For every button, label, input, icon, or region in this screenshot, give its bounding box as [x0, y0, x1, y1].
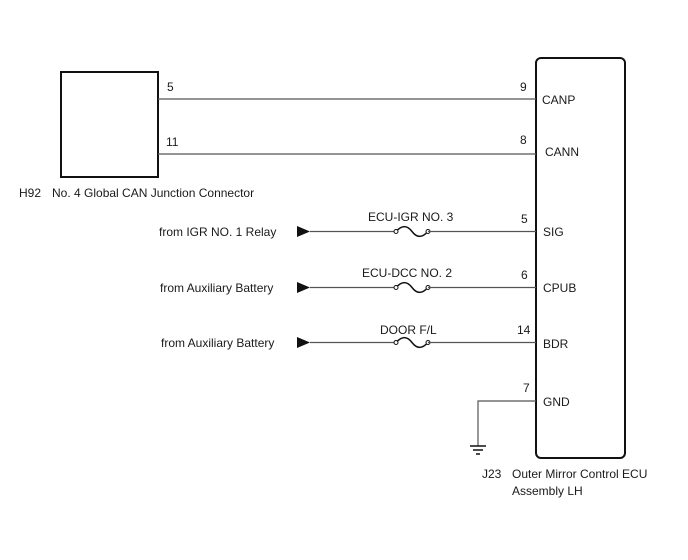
fuse-ecu-igr-no3: ECU-IGR NO. 3 — [368, 210, 454, 224]
arrow-icon — [297, 337, 310, 348]
j23-pin-6: 6 — [521, 268, 528, 282]
arrow-icon — [297, 282, 310, 293]
h92-pin-11: 11 — [166, 135, 179, 149]
source-igr-relay: from IGR NO. 1 Relay — [159, 225, 276, 239]
h92-connector-box — [60, 71, 159, 178]
h92-pin-5: 5 — [167, 80, 174, 94]
j23-label-bdr: BDR — [543, 337, 569, 351]
j23-name-line2: Assembly LH — [512, 484, 583, 498]
j23-label-cpub: CPUB — [543, 281, 576, 295]
fuse-door-fl: DOOR F/L — [380, 323, 437, 337]
j23-ecu-box — [535, 57, 626, 459]
source-aux-battery-1: from Auxiliary Battery — [160, 281, 273, 295]
gnd-wire — [477, 400, 536, 446]
j23-code: J23 — [482, 467, 502, 481]
source-aux-battery-2: from Auxiliary Battery — [161, 336, 274, 350]
j23-name-line1: Outer Mirror Control ECU — [512, 467, 647, 481]
fuse-icon — [395, 225, 429, 238]
j23-label-sig: SIG — [543, 225, 564, 239]
j23-pin-14: 14 — [517, 323, 531, 337]
ground-icon — [470, 445, 486, 455]
j23-label-cann: CANN — [545, 145, 579, 159]
h92-code: H92 — [19, 186, 41, 200]
h92-name: No. 4 Global CAN Junction Connector — [52, 186, 254, 200]
fuse-icon — [395, 281, 429, 294]
fuse-icon — [395, 336, 429, 349]
j23-label-canp: CANP — [542, 93, 575, 107]
j23-pin-9: 9 — [520, 80, 527, 94]
arrow-icon — [297, 226, 310, 237]
j23-label-gnd: GND — [543, 395, 570, 409]
j23-pin-8: 8 — [520, 133, 527, 147]
j23-pin-5: 5 — [521, 212, 528, 226]
fuse-ecu-dcc-no2: ECU-DCC NO. 2 — [362, 266, 452, 280]
j23-pin-7: 7 — [523, 381, 530, 395]
